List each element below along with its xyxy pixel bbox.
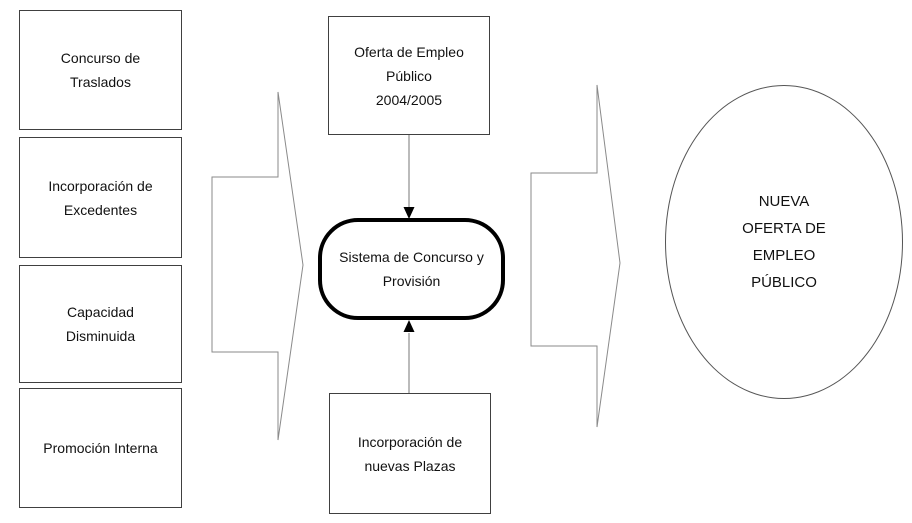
box-incorporacion-de-nuevas-plazas-label: Incorporación de nuevas Plazas — [357, 433, 463, 474]
box-concurso-de-traslados-label: Concurso de Traslados — [60, 50, 141, 90]
box-promocion-interna-label: Promoción Interna — [43, 440, 158, 456]
box-oferta-de-empleo-publico: Oferta de Empleo Público 2004/2005 — [328, 16, 490, 135]
box-incorporacion-de-excedentes-label: Incorporación de Excedentes — [48, 177, 153, 218]
ellipse-nueva-oferta-de-empleo-publico: NUEVA OFERTA DE EMPLEO PÚBLICO — [665, 85, 903, 399]
box-concurso-de-traslados: Concurso de Traslados — [19, 10, 182, 130]
up-arrowhead — [403, 320, 415, 332]
node-sistema-de-concurso-y-provision-label: Sistema de Concurso y Provisión — [339, 249, 484, 289]
ellipse-nueva-oferta-de-empleo-publico-label: NUEVA OFERTA DE EMPLEO PÚBLICO — [742, 193, 826, 291]
node-sistema-de-concurso-y-provision: Sistema de Concurso y Provisión — [318, 218, 505, 320]
down-arrowhead — [403, 207, 415, 219]
flow-arrow-right — [530, 84, 621, 428]
box-oferta-de-empleo-publico-label: Oferta de Empleo Público 2004/2005 — [354, 43, 464, 108]
box-capacidad-disminuida-label: Capacidad Disminuida — [65, 304, 136, 344]
box-capacidad-disminuida: Capacidad Disminuida — [19, 265, 182, 383]
box-incorporacion-de-excedentes: Incorporación de Excedentes — [19, 137, 182, 258]
box-promocion-interna: Promoción Interna — [19, 388, 182, 508]
box-incorporacion-de-nuevas-plazas: Incorporación de nuevas Plazas — [329, 393, 491, 514]
flow-arrow-left — [211, 91, 304, 441]
